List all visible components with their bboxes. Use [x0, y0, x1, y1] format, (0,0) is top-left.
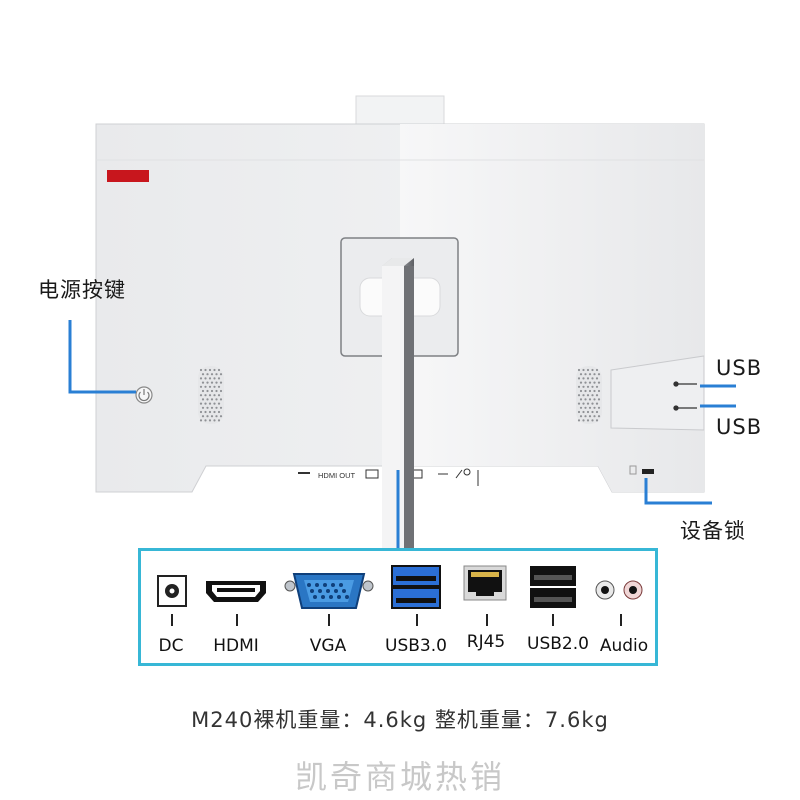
hdmi-port-icon: [206, 581, 266, 602]
hdmi-out-label: HDMI OUT: [318, 471, 355, 480]
monitor-rear-illustration: HDMI OUT: [68, 95, 736, 548]
tick-rj45: [486, 614, 488, 626]
store-watermark: 凯奇商城热销: [294, 758, 505, 796]
usb2-port-icon: [530, 566, 576, 608]
audio-port-icon: [595, 580, 643, 600]
port-label-dc: DC: [158, 636, 184, 656]
tick-usb2: [552, 614, 554, 626]
port-label-vga: VGA: [309, 636, 347, 656]
usb3-port-icon: [391, 565, 441, 609]
tick-hdmi: [236, 614, 238, 626]
rj45-port-icon: [463, 565, 507, 601]
usb-callout-top: USB: [716, 356, 763, 380]
tick-audio: [620, 614, 622, 626]
usb-callout-bottom: USB: [716, 415, 763, 439]
port-label-hdmi: HDMI: [213, 636, 259, 656]
power-button-callout: 电源按键: [38, 278, 126, 302]
port-label-usb2: USB2.0: [527, 634, 589, 654]
tick-vga: [328, 614, 330, 626]
port-label-rj45: RJ45: [466, 632, 506, 652]
tick-dc: [171, 614, 173, 626]
brand-red-strip: [107, 170, 149, 182]
port-label-usb3: USB3.0: [385, 636, 447, 656]
port-icons: [157, 565, 643, 609]
weight-spec: M240裸机重量：4.6kg 整机重量：7.6kg: [191, 708, 609, 732]
port-label-audio: Audio: [599, 636, 649, 656]
dc-port-icon: [157, 575, 187, 607]
tick-usb3: [416, 614, 418, 626]
lock-callout: 设备锁: [680, 519, 746, 543]
